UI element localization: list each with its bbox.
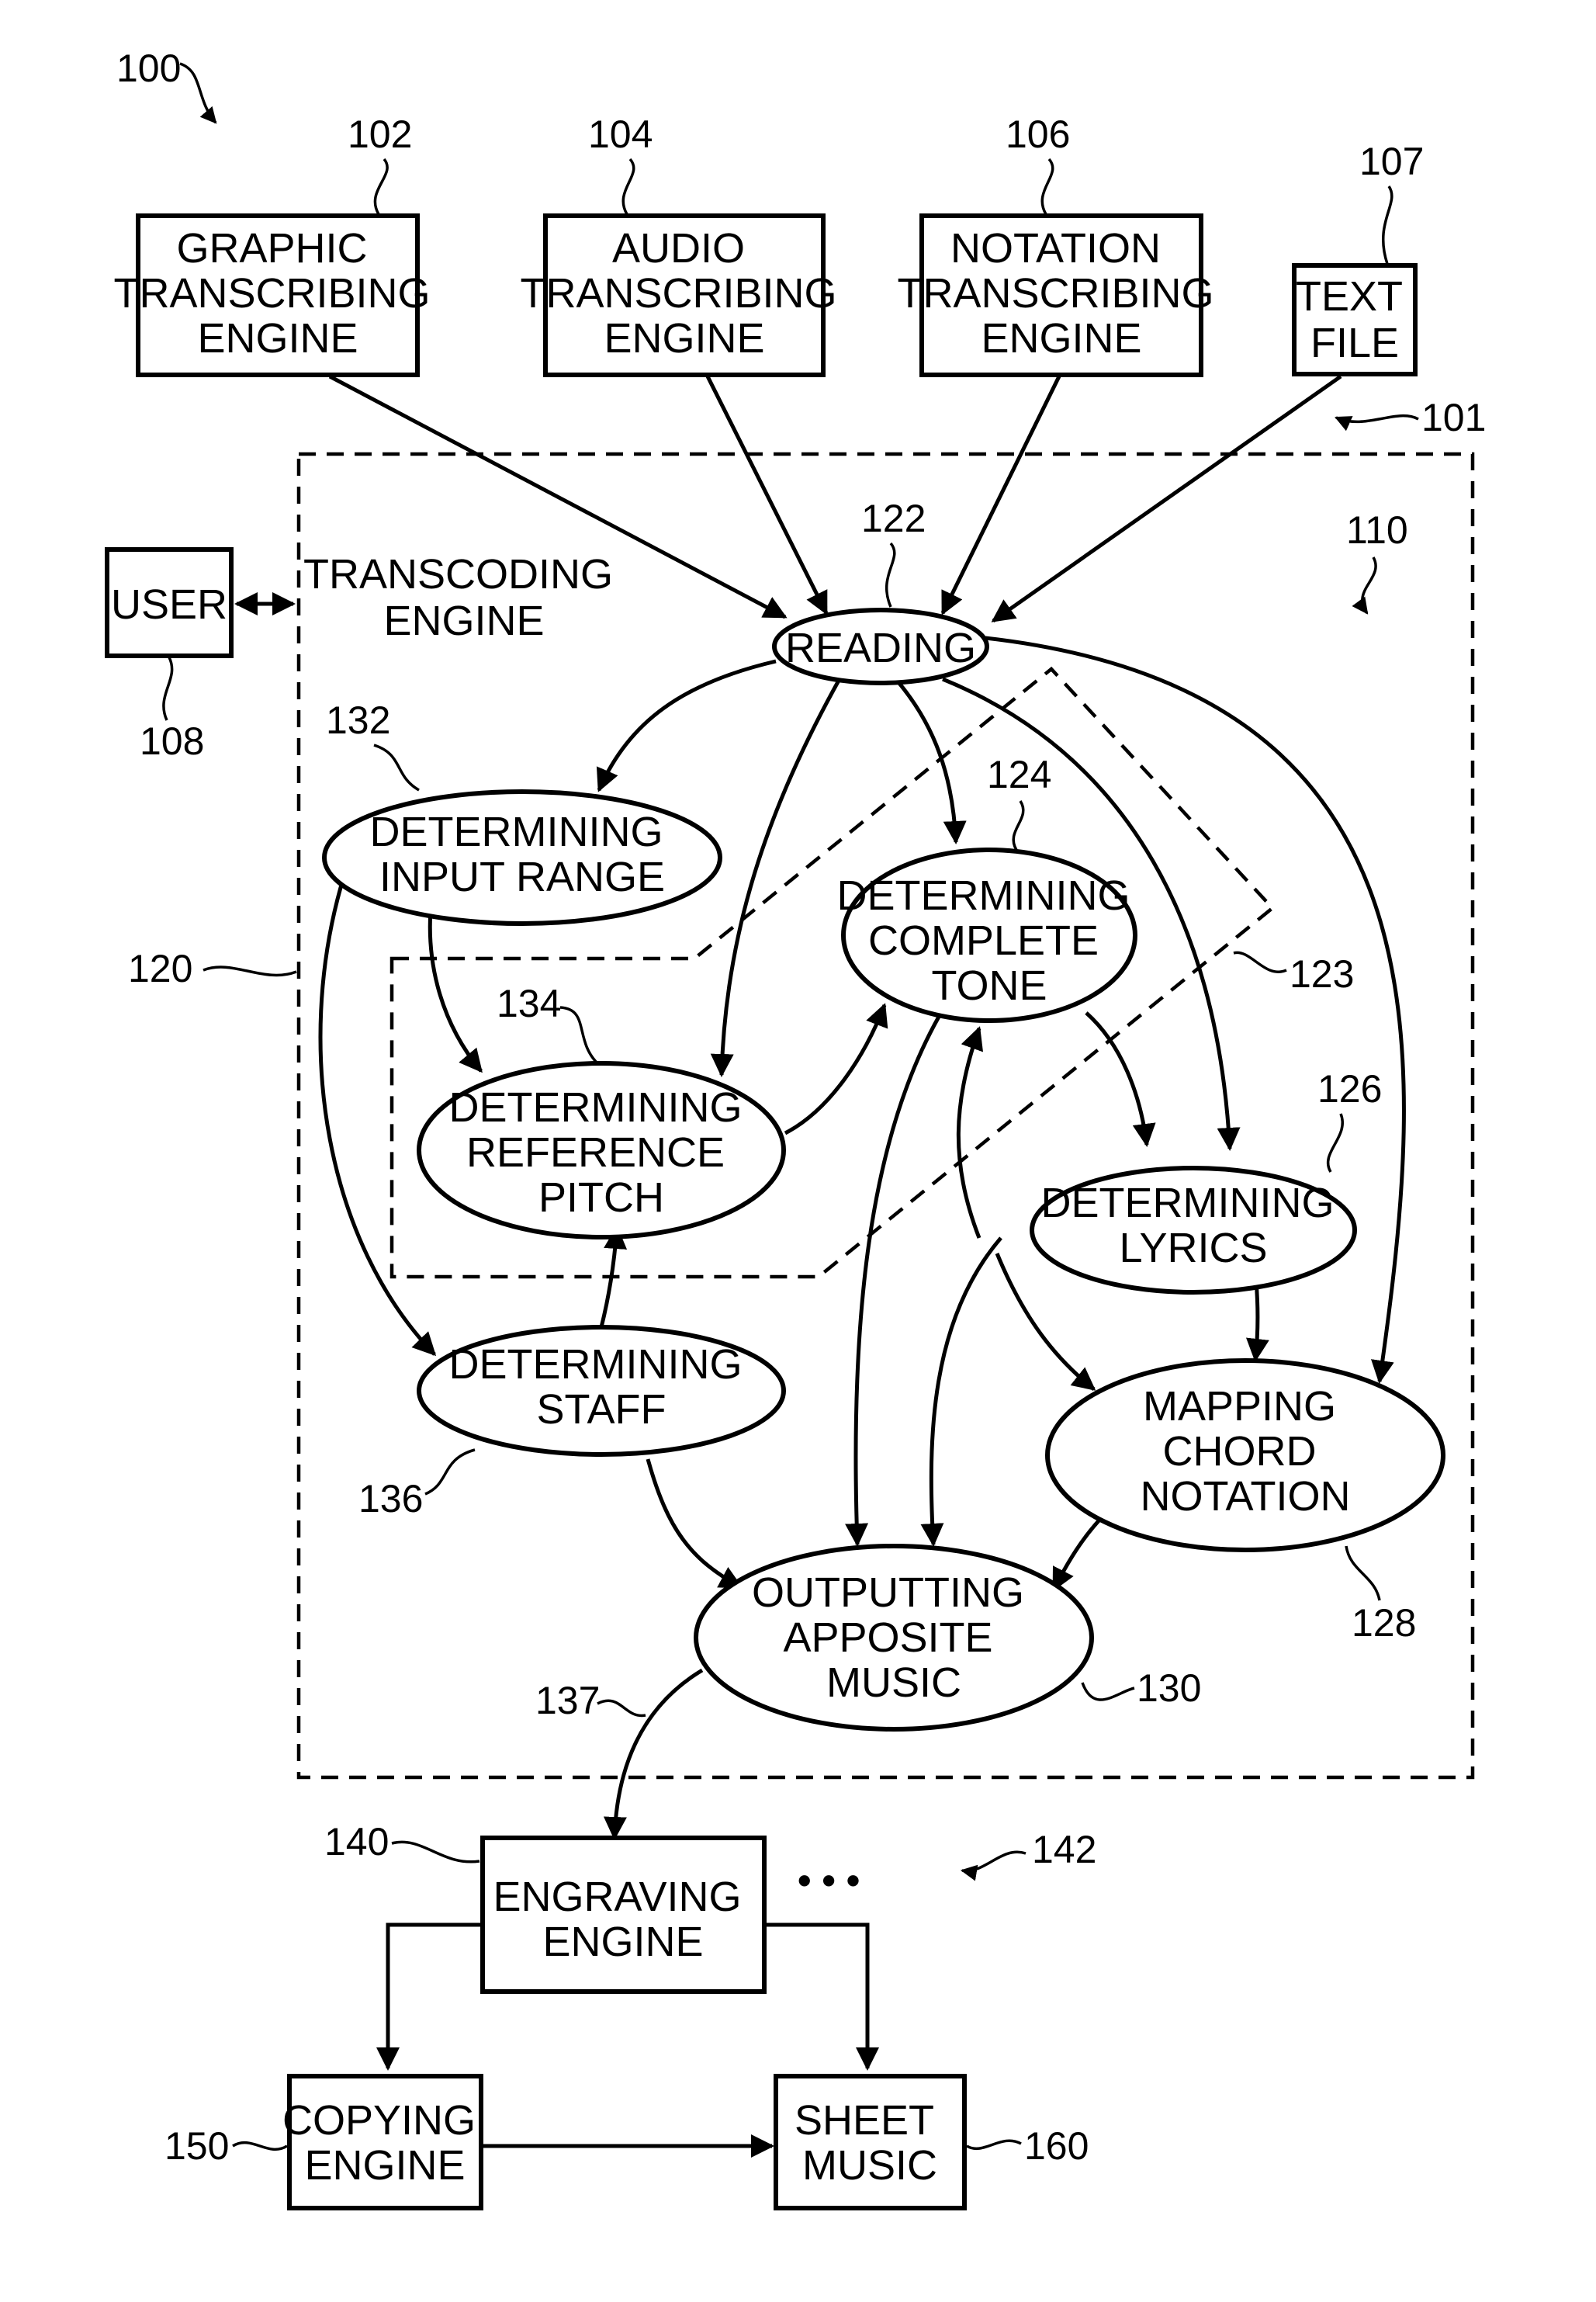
input-range-node: DETERMINING INPUT RANGE 132 [324, 699, 720, 924]
figure-label-100: 100 [116, 47, 216, 123]
ref-142-label: 142 [962, 1828, 1096, 1871]
text-file-label: TEXT FILE [1296, 273, 1414, 366]
ref-140: 140 [324, 1820, 389, 1863]
copying-engine-box: COPYING ENGINE 150 [164, 2076, 487, 2208]
engraving-engine-box: ENGRAVING ENGINE 140 [324, 1820, 764, 1992]
complete-tone-node: DETERMINING COMPLETE TONE 124 [836, 753, 1141, 1021]
ref-126: 126 [1317, 1067, 1382, 1111]
ref-106: 106 [1006, 113, 1070, 156]
svg-text:110: 110 [1346, 508, 1408, 552]
ref-120-label: 120 [128, 947, 296, 990]
ref-104: 104 [588, 113, 653, 156]
ref-122: 122 [861, 497, 926, 540]
user-box: USER 108 [107, 549, 231, 763]
svg-text:100: 100 [116, 47, 181, 90]
copying-engine-label: COPYING ENGINE [282, 2097, 487, 2189]
ref-160: 160 [1024, 2124, 1089, 2168]
ref-132: 132 [326, 699, 390, 742]
svg-text:137: 137 [535, 1679, 600, 1722]
svg-text:123: 123 [1290, 952, 1354, 996]
svg-text:120: 120 [128, 947, 192, 990]
ref-101-label: 101 [1336, 396, 1486, 439]
ref-110-label: 110 [1346, 508, 1408, 613]
chord-notation-node: MAPPING CHORD NOTATION 128 [1047, 1361, 1443, 1645]
ref-150: 150 [164, 2124, 229, 2168]
audio-transcribing-engine-box: AUDIO TRANSCRIBING ENGINE 104 [520, 113, 848, 375]
ref-123-label: 123 [1234, 952, 1354, 996]
chord-notation-label: MAPPING CHORD NOTATION [1141, 1383, 1351, 1520]
ref-107: 107 [1359, 140, 1424, 183]
ref-134: 134 [497, 982, 561, 1025]
continuation-ellipsis: • • • [798, 1859, 860, 1902]
text-file-box: TEXT FILE 107 [1294, 140, 1424, 374]
sheet-music-box: SHEET MUSIC 160 [776, 2076, 1089, 2208]
ref-102: 102 [348, 113, 412, 156]
ref-130: 130 [1137, 1666, 1201, 1710]
outputting-music-node: OUTPUTTING APPOSITE MUSIC 130 [696, 1546, 1201, 1729]
ref-136: 136 [358, 1477, 423, 1520]
ref-137-label: 137 [535, 1679, 646, 1722]
lyrics-node: DETERMINING LYRICS 126 [1032, 1067, 1382, 1292]
staff-node: DETERMINING STAFF 136 [358, 1327, 784, 1520]
user-label: USER [111, 581, 227, 628]
input-range-label: DETERMINING INPUT RANGE [369, 809, 674, 900]
notation-transcribing-engine-box: NOTATION TRANSCRIBING ENGINE 106 [897, 113, 1225, 375]
svg-text:101: 101 [1421, 396, 1486, 439]
reading-label: READING [785, 625, 976, 671]
reference-pitch-node: DETERMINING REFERENCE PITCH 134 [419, 982, 784, 1237]
ref-108: 108 [140, 719, 204, 763]
transcoding-engine-title: TRANSCODING ENGINE [303, 551, 625, 644]
graphic-transcribing-engine-box: GRAPHIC TRANSCRIBING ENGINE 102 [113, 113, 441, 375]
ref-128: 128 [1352, 1601, 1416, 1645]
svg-text:142: 142 [1032, 1828, 1096, 1871]
sheet-music-label: SHEET MUSIC [795, 2097, 945, 2189]
ref-124: 124 [987, 753, 1051, 796]
